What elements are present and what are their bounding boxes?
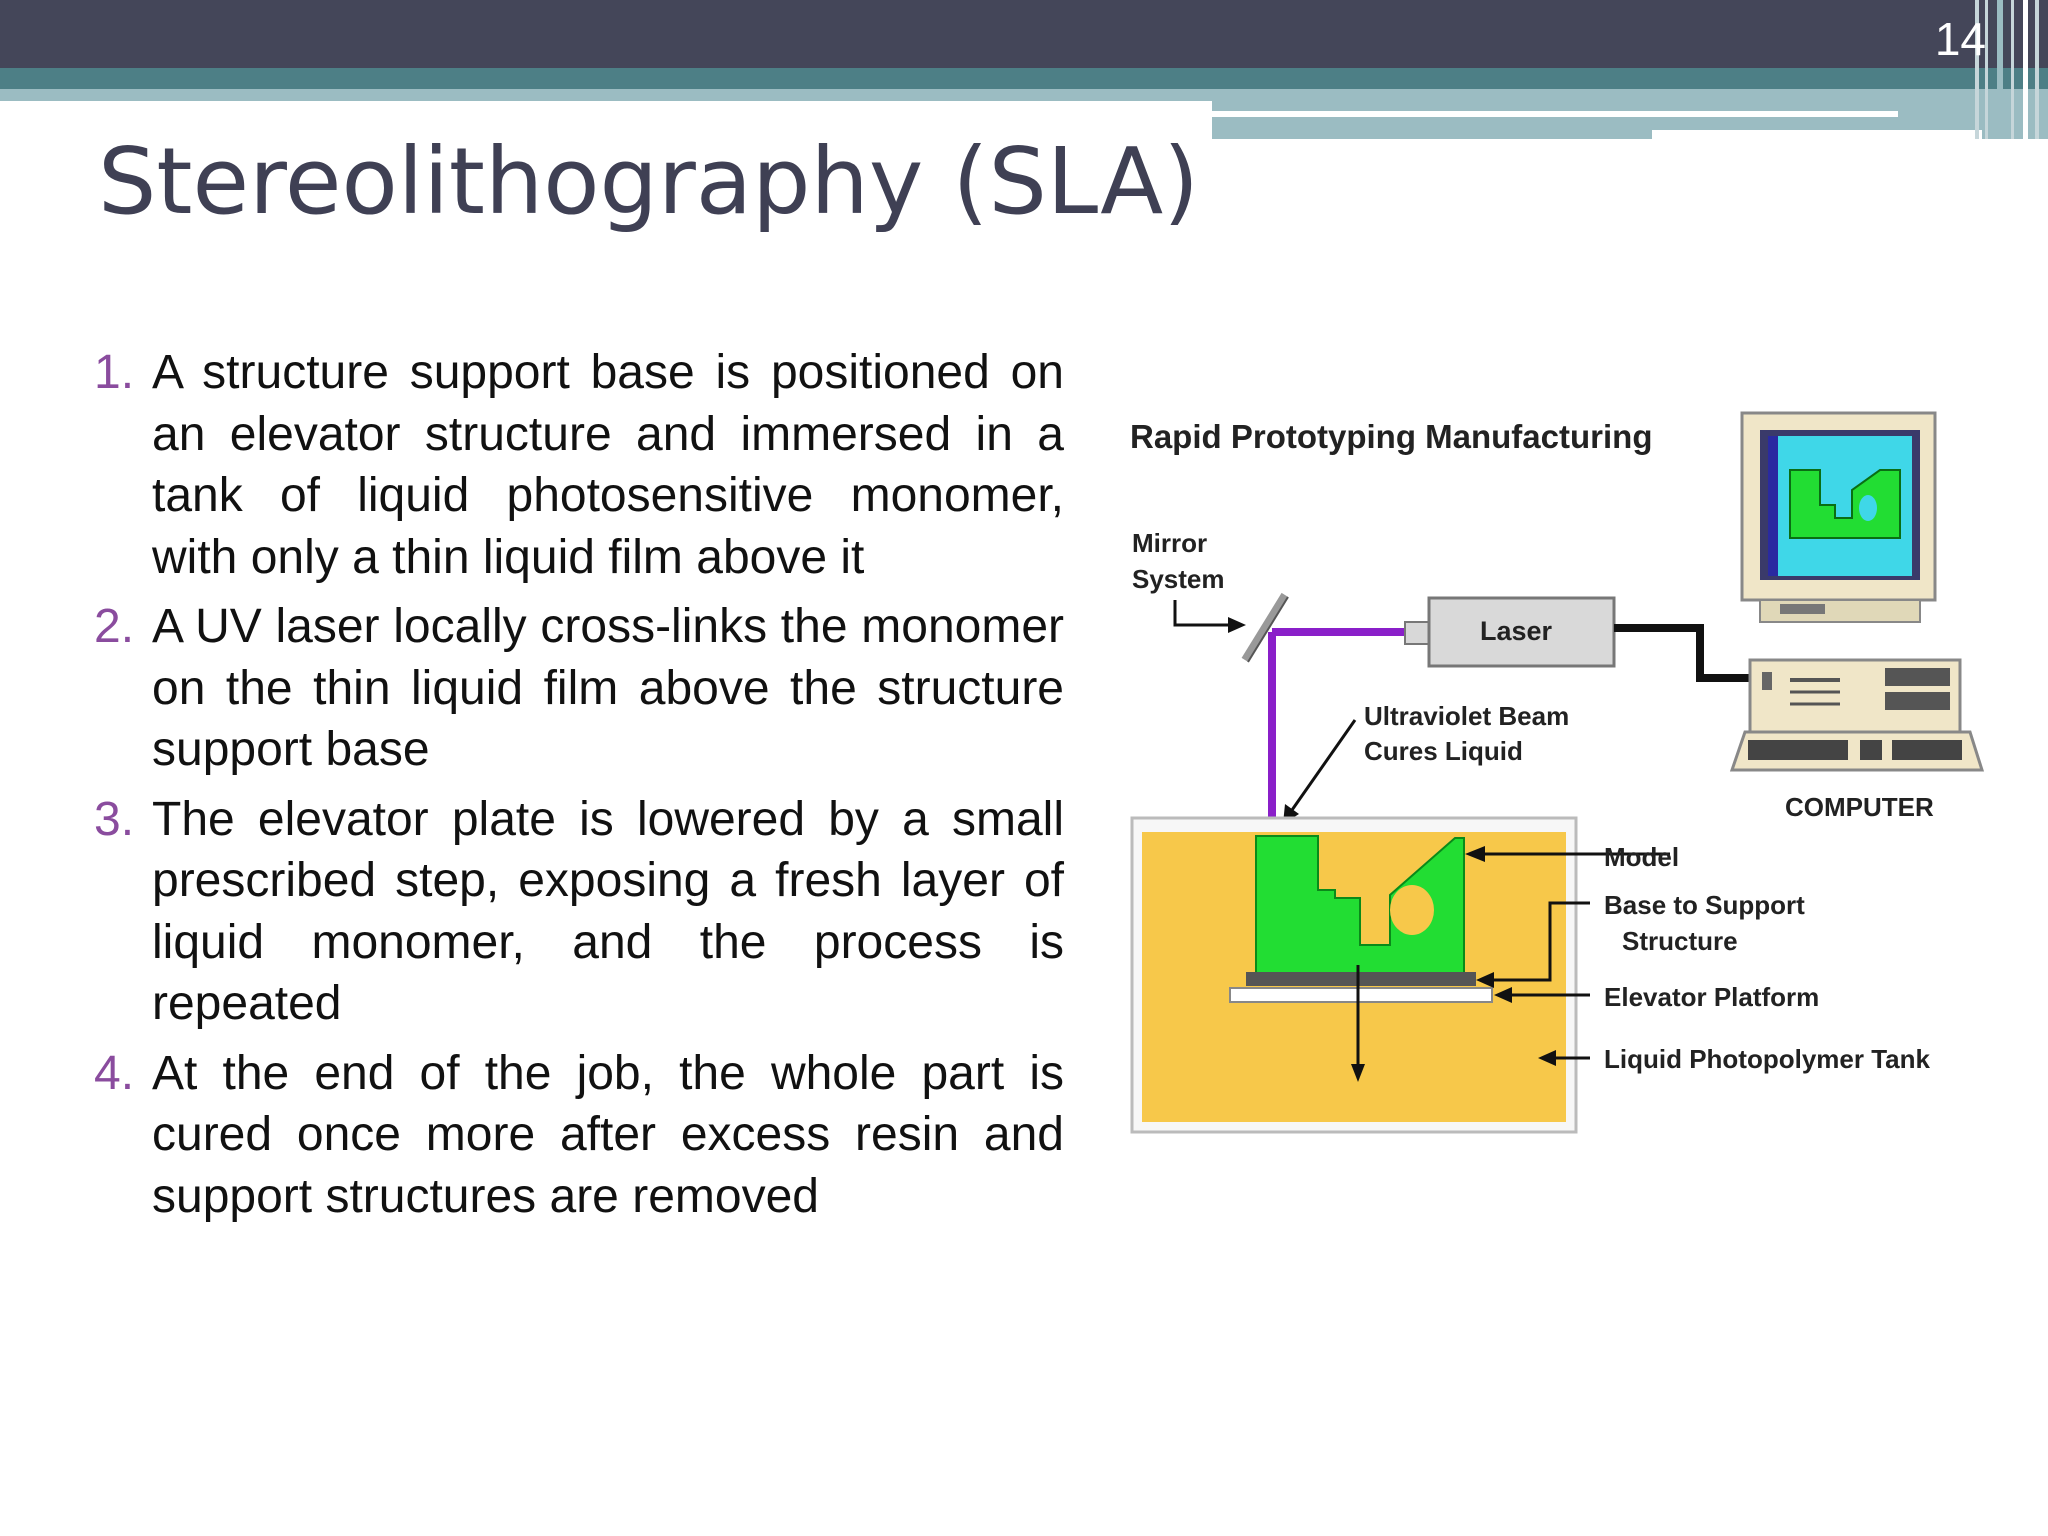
step-number: 2. (94, 600, 135, 653)
step-text: At the end of the job, the whole part is… (152, 1046, 1064, 1223)
sla-diagram: Rapid Prototyping Manufacturing Mirror S… (1130, 411, 1985, 1134)
model-hole (1390, 885, 1434, 935)
step-number: 1. (94, 346, 135, 399)
model-part (1255, 835, 1465, 979)
arrowhead-icon (1228, 617, 1246, 633)
step-text: A UV laser locally cross-links the monom… (152, 600, 1064, 776)
support-base (1246, 972, 1476, 986)
mirror-icon (1241, 592, 1289, 663)
diagram-heading: Rapid Prototyping Manufacturing (1130, 418, 1652, 455)
computer-icon (1729, 411, 1985, 772)
header-white-stripe (1212, 111, 1898, 117)
list-item: 3. The elevator plate is lowered by a sm… (94, 789, 1064, 1035)
mirror-label-2: System (1132, 564, 1225, 594)
step-text: The elevator plate is lowered by a small… (152, 792, 1064, 1031)
arrowhead-icon (1494, 987, 1512, 1003)
mirror-pointer-arrow (1173, 600, 1230, 627)
laser-label: Laser (1480, 616, 1553, 646)
mirror-label-1: Mirror (1132, 528, 1207, 558)
beam-pointer-line (1290, 719, 1357, 811)
beam-label-2: Cures Liquid (1364, 736, 1523, 766)
list-item: 4. At the end of the job, the whole part… (94, 1043, 1064, 1228)
tank-label: Liquid Photopolymer Tank (1604, 1044, 1931, 1074)
arrowhead-icon (1465, 846, 1485, 862)
header-light-band (0, 89, 1212, 101)
beam-label-1: Ultraviolet Beam (1364, 701, 1569, 731)
steps-list: 1. A structure support base is positione… (94, 342, 1064, 1235)
computer-label: COMPUTER (1785, 792, 1934, 822)
laser-nozzle (1404, 621, 1430, 645)
base-label-2: Structure (1622, 926, 1738, 956)
step-number: 4. (94, 1046, 135, 1100)
base-pointer (1490, 901, 1590, 982)
base-label-1: Base to Support (1604, 890, 1805, 920)
slide-title: Stereolithography (SLA) (98, 128, 1200, 235)
arrowhead-icon (1351, 1064, 1365, 1082)
model-label: Model (1604, 842, 1679, 872)
header-accent-band (0, 68, 2048, 89)
list-item: 1. A structure support base is positione… (94, 342, 1064, 588)
elevator-platform (1229, 987, 1493, 1003)
step-text: A structure support base is positioned o… (152, 346, 1064, 584)
list-item: 2. A UV laser locally cross-links the mo… (94, 596, 1064, 781)
arrowhead-icon (1538, 1050, 1556, 1066)
header-white-gap (1652, 130, 1982, 139)
header-bar (0, 0, 2048, 68)
step-number: 3. (94, 792, 135, 846)
slide-number: 14 (1934, 13, 1986, 65)
platform-label: Elevator Platform (1604, 982, 1819, 1012)
header-vertical-stripes (1975, 0, 2039, 139)
laser-cable (1614, 624, 1760, 682)
arrowhead-icon (1476, 972, 1494, 988)
